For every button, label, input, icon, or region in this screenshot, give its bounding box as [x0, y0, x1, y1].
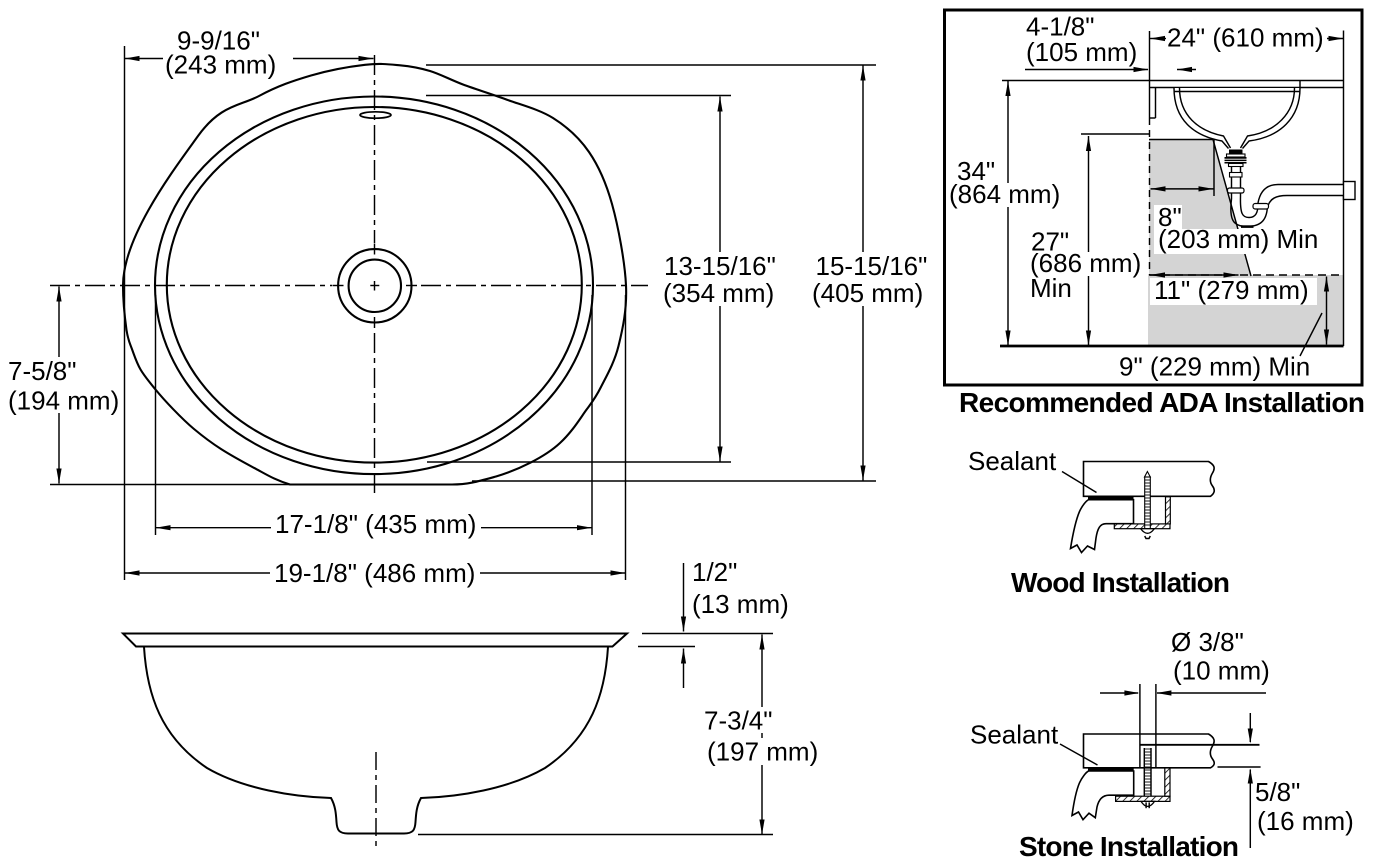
svg-text:(354 mm): (354 mm)	[663, 278, 774, 308]
svg-text:27": 27"	[1031, 227, 1069, 257]
svg-text:7-3/4": 7-3/4"	[704, 706, 773, 736]
svg-text:(194 mm): (194 mm)	[8, 386, 119, 416]
svg-text:Recommended ADA Installation: Recommended ADA Installation	[959, 387, 1365, 418]
svg-text:Ø 3/8": Ø 3/8"	[1171, 627, 1244, 657]
svg-text:4-1/8": 4-1/8"	[1026, 11, 1095, 41]
svg-text:9-9/16": 9-9/16"	[177, 26, 260, 56]
svg-text:13-15/16": 13-15/16"	[664, 251, 776, 281]
svg-text:Sealant: Sealant	[970, 720, 1059, 750]
svg-text:Min: Min	[1030, 273, 1072, 303]
svg-text:7-5/8": 7-5/8"	[8, 356, 77, 386]
svg-text:5/8": 5/8"	[1255, 777, 1300, 807]
svg-text:(10 mm): (10 mm)	[1173, 656, 1270, 686]
svg-text:24" (610 mm): 24" (610 mm)	[1167, 23, 1324, 53]
svg-text:9" (229 mm) Min: 9" (229 mm) Min	[1119, 352, 1310, 382]
svg-text:17-1/8" (435 mm): 17-1/8" (435 mm)	[275, 509, 476, 539]
svg-text:19-1/8" (486 mm): 19-1/8" (486 mm)	[274, 558, 475, 588]
svg-text:34": 34"	[957, 156, 995, 186]
svg-text:(16 mm): (16 mm)	[1257, 806, 1354, 836]
svg-text:(686 mm): (686 mm)	[1030, 248, 1141, 278]
svg-text:15-15/16": 15-15/16"	[816, 251, 928, 281]
svg-text:(243 mm): (243 mm)	[165, 50, 276, 80]
svg-text:(105 mm): (105 mm)	[1026, 37, 1137, 67]
svg-text:1/2": 1/2"	[692, 557, 737, 587]
svg-text:(864 mm): (864 mm)	[949, 179, 1060, 209]
svg-text:(13 mm): (13 mm)	[692, 589, 789, 619]
svg-text:11" (279 mm): 11" (279 mm)	[1154, 275, 1309, 305]
svg-text:(203 mm) Min: (203 mm) Min	[1158, 224, 1318, 254]
svg-text:(197 mm): (197 mm)	[707, 737, 818, 767]
svg-text:8": 8"	[1158, 202, 1182, 232]
svg-text:Wood Installation: Wood Installation	[1011, 567, 1230, 598]
svg-text:Sealant: Sealant	[968, 446, 1057, 476]
svg-text:(405 mm): (405 mm)	[812, 278, 923, 308]
svg-text:Stone Installation: Stone Installation	[1019, 831, 1239, 858]
